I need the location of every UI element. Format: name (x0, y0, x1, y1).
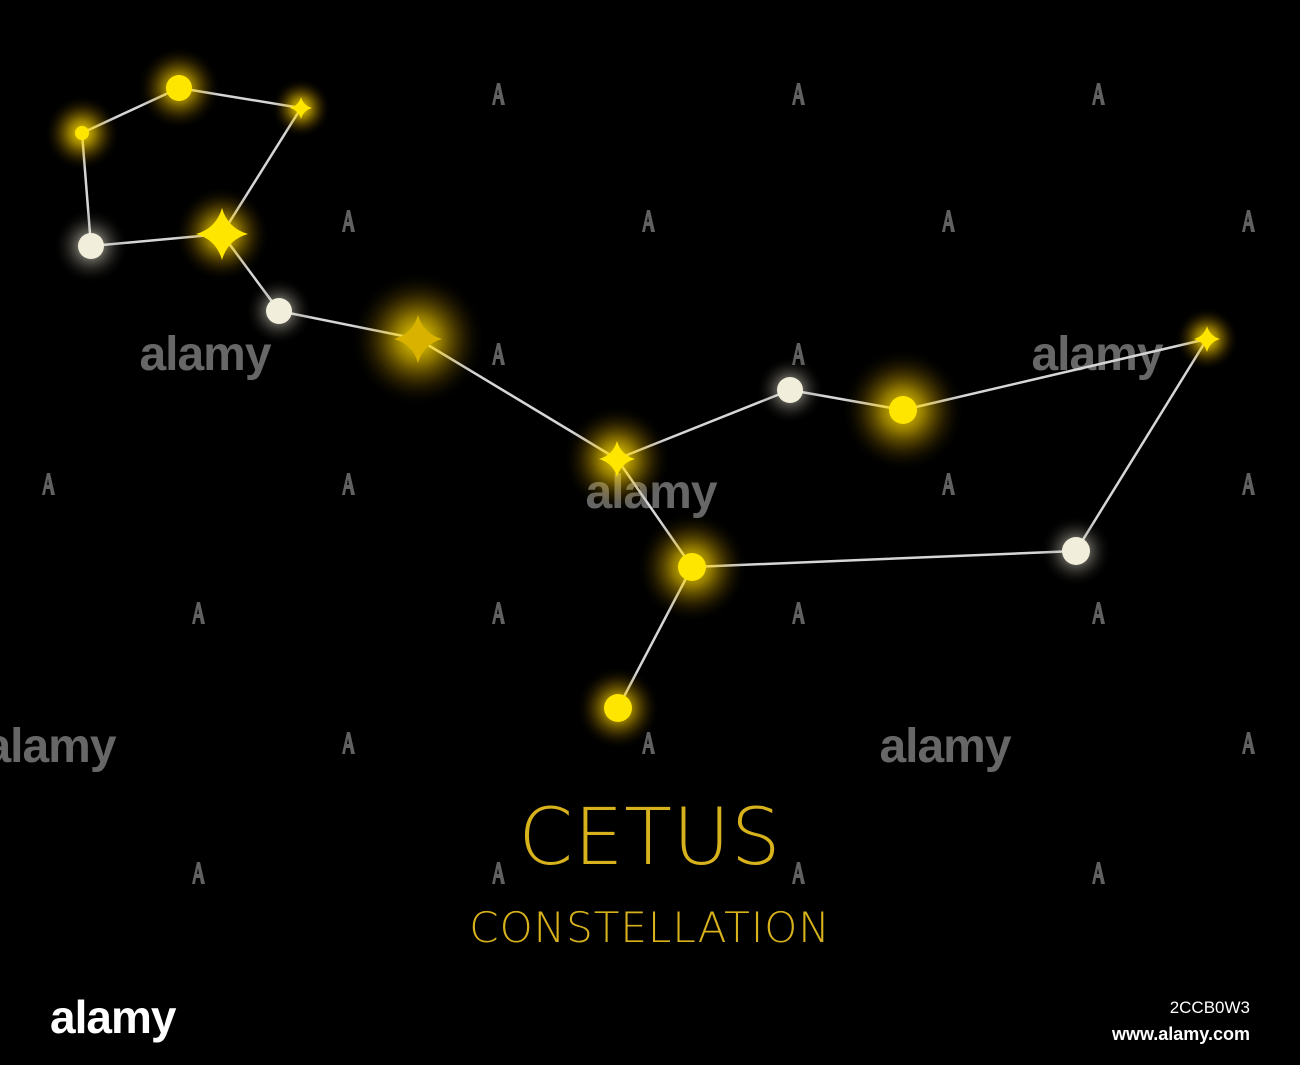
watermark-logo-icon (492, 83, 505, 105)
watermark-layer: alamyalamyalamyalamyalamy (0, 83, 1255, 884)
star-dot-s14 (604, 694, 632, 722)
watermark-text: alamy (0, 720, 117, 773)
watermark-logo-icon (492, 343, 505, 365)
watermark-logo-icon (342, 210, 355, 232)
watermark-logo-icon (342, 473, 355, 495)
watermark-logo-icon (1092, 862, 1105, 884)
star-diamond-s3 (290, 97, 312, 119)
constellation-name: CETUS (518, 793, 782, 883)
footer-bar (0, 982, 1300, 1065)
watermark-text: alamy (879, 720, 1011, 773)
watermark-logo-icon (1242, 732, 1255, 754)
watermark-logo-icon (642, 210, 655, 232)
watermark-logo-icon (192, 862, 205, 884)
constellation-line (1074, 337, 1209, 553)
watermark-logo-icon (942, 210, 955, 232)
watermark-logo-icon (792, 83, 805, 105)
star-dot-s12 (678, 553, 706, 581)
star-diamond-s7 (394, 315, 442, 363)
constellation-lines (80, 86, 1209, 710)
watermark-logo-icon (792, 862, 805, 884)
stars (75, 75, 1220, 722)
star-dot-s4 (78, 233, 104, 259)
star-dot-s10 (889, 396, 917, 424)
star-dot-s6 (266, 298, 292, 324)
watermark-logo-icon (942, 473, 955, 495)
star-dot-s2 (166, 75, 192, 101)
star-diamond-s8 (599, 441, 635, 477)
star-dot-s9 (777, 377, 803, 403)
star-dot-s1 (75, 126, 89, 140)
watermark-logo-icon (642, 732, 655, 754)
watermark-text: alamy (139, 328, 271, 381)
star-diamond-s11 (1194, 326, 1220, 352)
star-diamond-s5 (196, 208, 248, 260)
watermark-logo-icon (42, 473, 55, 495)
footer-logo: alamy (50, 991, 176, 1043)
star-dot-s13 (1062, 537, 1090, 565)
watermark-logo-icon (192, 602, 205, 624)
watermark-logo-icon (1242, 473, 1255, 495)
star-glows (44, 46, 1239, 750)
watermark-logo-icon (1092, 602, 1105, 624)
site-url: www.alamy.com (1111, 1024, 1250, 1044)
constellation-subtitle: CONSTELLATION (469, 903, 831, 952)
watermark-logo-icon (1242, 210, 1255, 232)
constellation-line (690, 549, 1078, 569)
watermark-logo-icon (792, 602, 805, 624)
watermark-logo-icon (492, 862, 505, 884)
watermark-logo-icon (342, 732, 355, 754)
watermark-logo-icon (1092, 83, 1105, 105)
image-id: 2CCB0W3 (1169, 998, 1250, 1017)
watermark-logo-icon (492, 602, 505, 624)
